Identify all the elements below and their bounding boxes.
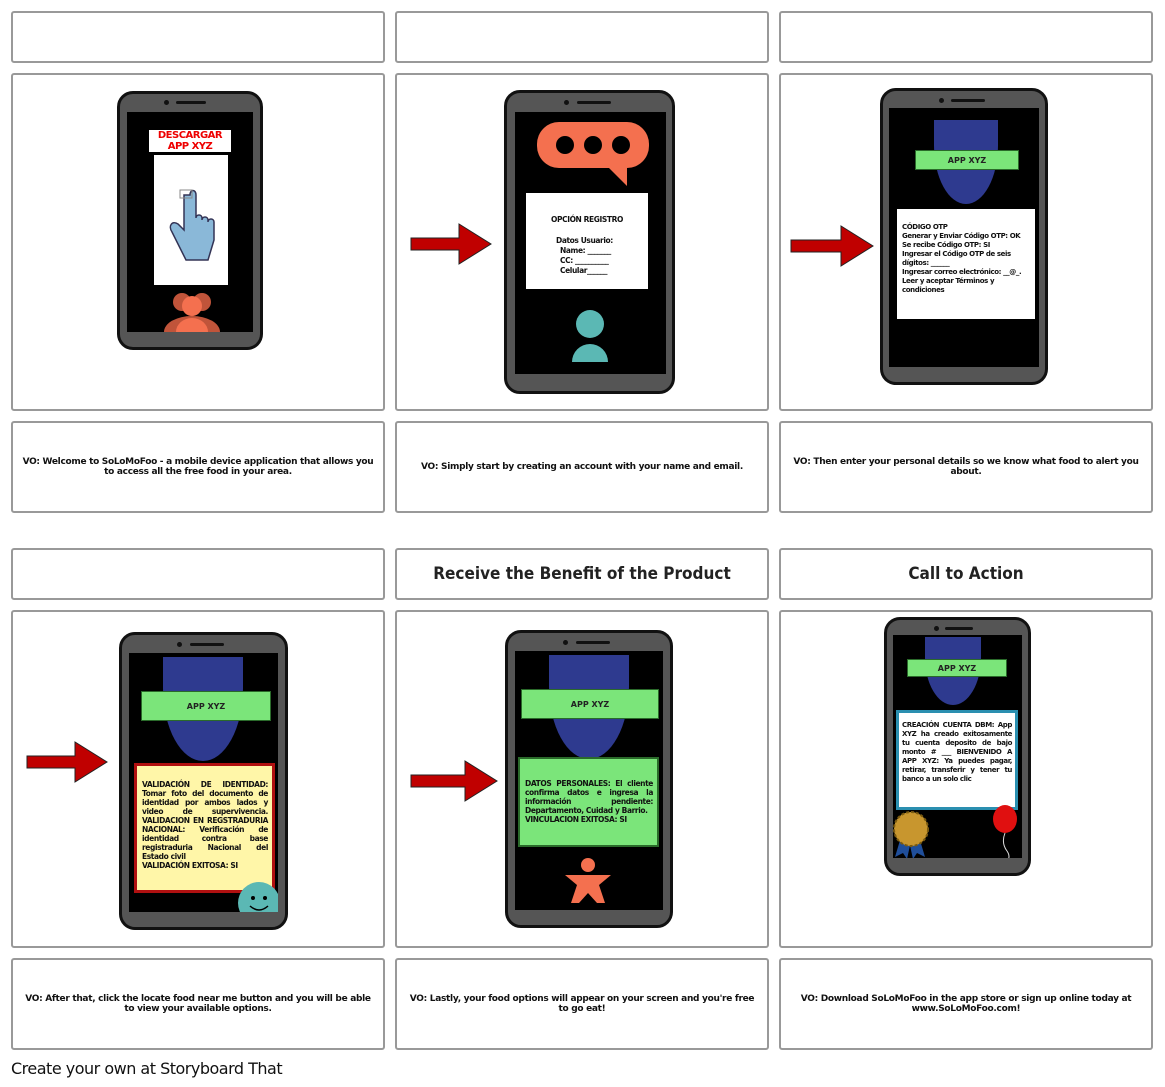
otp-line: Se recibe Código OTP: SI — [902, 241, 990, 249]
identity-validation-card: VALIDACIÓN DE IDENTIDAD: Tomar foto del … — [134, 763, 275, 893]
otp-line: CÓDIGO OTP — [902, 223, 948, 231]
person-figure-icon — [565, 858, 611, 903]
form-line: Datos Usuario: — [556, 236, 613, 245]
app-banner: APP XYZ — [521, 689, 659, 719]
validation-text: VALIDACIÓN DE IDENTIDAD: Tomar foto del … — [142, 780, 268, 861]
form-heading: OPCIÓN REGISTRO — [551, 215, 623, 224]
right-arrow-icon — [410, 223, 492, 265]
panel-2-scene[interactable]: OPCIÓN REGISTRO Datos Usuario: Name: ___… — [395, 73, 769, 411]
panel-1-caption[interactable]: VO: Welcome to SoLoMoFoo - a mobile devi… — [11, 421, 385, 513]
panel-1-scene[interactable]: DESCARGAR APP XYZ — [11, 73, 385, 411]
tap-hand-icon — [169, 189, 215, 261]
user-icon — [572, 310, 608, 362]
panel-5-title[interactable]: Receive the Benefit of the Product — [395, 548, 769, 600]
users-icon — [164, 293, 220, 332]
panel-6-title[interactable]: Call to Action — [779, 548, 1153, 600]
phone: APP XYZ CÓDIGO OTP Generar y Enviar Códi… — [880, 88, 1048, 385]
form-line: Name: _______ — [560, 246, 611, 255]
panel-5-scene[interactable]: APP XYZ DATOS PERSONALES: El cliente con… — [395, 610, 769, 948]
form-line: Celular______ — [560, 266, 608, 275]
phone: APP XYZ DATOS PERSONALES: El cliente con… — [505, 630, 673, 928]
award-badge-icon — [893, 811, 929, 858]
balloon-icon — [993, 805, 1017, 858]
app-banner: APP XYZ — [915, 150, 1019, 170]
otp-line: Leer y aceptar Términos y condiciones — [902, 277, 995, 294]
panel-1-title[interactable] — [11, 11, 385, 63]
panel-3-scene[interactable]: APP XYZ CÓDIGO OTP Generar y Enviar Códi… — [779, 73, 1153, 411]
otp-line: Ingresar correo electrónico: __@_. — [902, 268, 1022, 276]
phone: OPCIÓN REGISTRO Datos Usuario: Name: ___… — [504, 90, 675, 394]
right-arrow-icon — [790, 225, 874, 267]
app-banner: APP XYZ — [907, 659, 1007, 677]
footer-credit[interactable]: Create your own at Storyboard That — [11, 1059, 283, 1078]
panel-5-caption[interactable]: VO: Lastly, your food options will appea… — [395, 958, 769, 1050]
panel-2-title[interactable] — [395, 11, 769, 63]
link-result: VINCULACION EXITOSA: SI — [525, 815, 627, 824]
app-banner: APP XYZ — [141, 691, 271, 721]
panel-2-caption[interactable]: VO: Simply start by creating an account … — [395, 421, 769, 513]
panel-3-title[interactable] — [779, 11, 1153, 63]
download-header: DESCARGAR APP XYZ — [149, 130, 231, 152]
otp-line: Ingresar el Código OTP de seis dígitos: … — [902, 250, 1011, 267]
phone: APP XYZ CREACIÓN CUENTA DBM: App XYZ ha … — [884, 617, 1031, 876]
phone: APP XYZ VALIDACIÓN DE IDENTIDAD: Tomar f… — [119, 632, 288, 930]
panel-3-caption[interactable]: VO: Then enter your personal details so … — [779, 421, 1153, 513]
right-arrow-icon — [410, 760, 498, 802]
tap-card — [154, 155, 228, 285]
panel-6-scene[interactable]: APP XYZ CREACIÓN CUENTA DBM: App XYZ ha … — [779, 610, 1153, 948]
account-created-card: CREACIÓN CUENTA DBM: App XYZ ha creado e… — [896, 710, 1018, 810]
panel-4-title[interactable] — [11, 548, 385, 600]
registration-form: OPCIÓN REGISTRO Datos Usuario: Name: ___… — [526, 193, 648, 289]
chat-bubble-icon — [537, 122, 649, 186]
personal-data-text: DATOS PERSONALES: El cliente confirma da… — [525, 779, 653, 815]
otp-card: CÓDIGO OTP Generar y Enviar Código OTP: … — [897, 209, 1035, 319]
form-line: CC: __________ — [560, 256, 609, 265]
validation-result: VALIDACIÓN EXITOSA: SI — [142, 861, 238, 870]
smiley-icon — [238, 882, 278, 912]
personal-data-card: DATOS PERSONALES: El cliente confirma da… — [518, 757, 659, 847]
right-arrow-icon — [26, 741, 108, 783]
panel-6-caption[interactable]: VO: Download SoLoMoFoo in the app store … — [779, 958, 1153, 1050]
panel-4-scene[interactable]: APP XYZ VALIDACIÓN DE IDENTIDAD: Tomar f… — [11, 610, 385, 948]
panel-4-caption[interactable]: VO: After that, click the locate food ne… — [11, 958, 385, 1050]
phone: DESCARGAR APP XYZ — [117, 91, 263, 350]
account-created-text: CREACIÓN CUENTA DBM: App XYZ ha creado e… — [902, 721, 1012, 783]
otp-line: Generar y Enviar Código OTP: OK — [902, 232, 1021, 240]
